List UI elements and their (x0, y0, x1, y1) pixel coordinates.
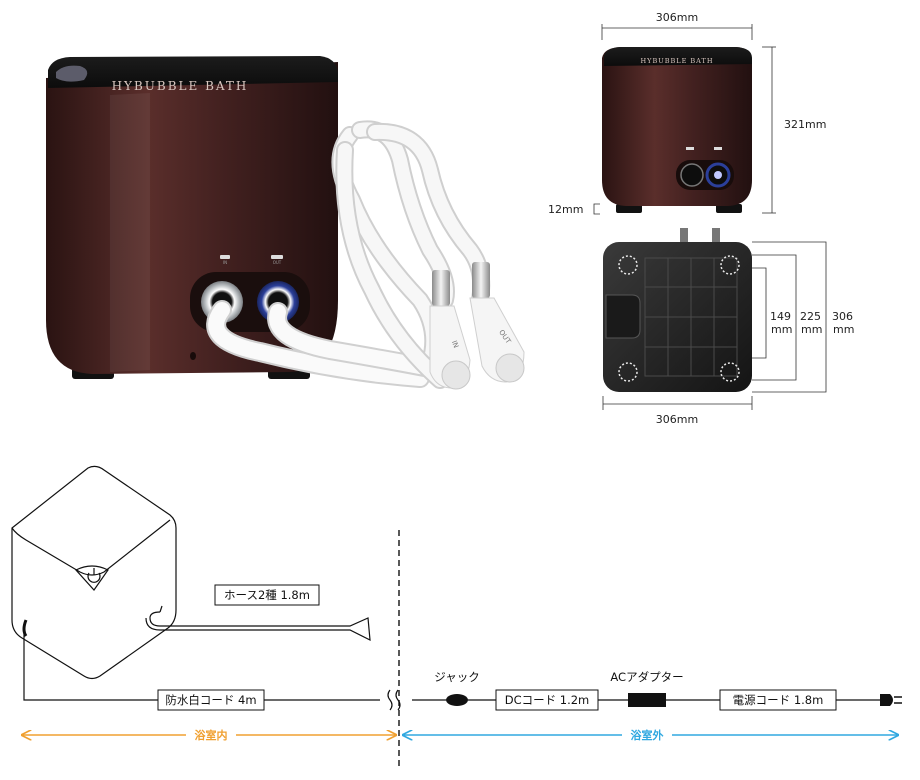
waterproof-cord-box (157, 689, 265, 711)
depth-b-unit: mm (801, 323, 822, 336)
zone-outside-label: 浴室外 (631, 728, 664, 742)
front-brand-logo: HYBUBBLE BATH (640, 57, 713, 65)
nozzle-out: OUT (469, 262, 525, 383)
led-in-indicator (220, 255, 230, 259)
plug-icon (880, 694, 902, 706)
power-cord-box (719, 689, 837, 711)
foot-marker (618, 255, 638, 275)
connection-diagram (11, 465, 880, 770)
foot-marker (720, 362, 740, 382)
dc-cord-label: DCコード 1.2m (505, 693, 590, 707)
depth-b-value: 225 (800, 310, 821, 323)
port-out (257, 281, 299, 323)
power-button-icon (56, 65, 88, 82)
foot-marker (720, 255, 740, 275)
front-height-label: 321mm (784, 118, 826, 131)
front-width-label: 306mm (656, 11, 698, 24)
hose-label-box (214, 584, 320, 606)
nozzle-in: IN (429, 270, 471, 390)
cord-exit-icon (22, 619, 28, 637)
power-icon (87, 568, 101, 583)
ac-adapter-label: ACアダプター (610, 670, 683, 684)
ac-adapter-icon (628, 693, 666, 707)
depth-a-value: 149 (770, 310, 791, 323)
dc-cord-box (495, 689, 599, 711)
port-out-label: OUT (273, 260, 282, 265)
front-port-in (680, 163, 704, 187)
bottom-width-label: 306mm (656, 413, 698, 426)
main-product-image: HYBUBBLE BATH IN OUT (46, 56, 338, 379)
unit-lid (48, 56, 338, 88)
hose-label: ホース2種 1.8m (224, 588, 310, 602)
nozzle-in-label: IN (450, 340, 460, 350)
foot-height-label: 12mm (548, 203, 583, 216)
front-view: 306mm HYBUBBLE BATH 321mm 12mm (548, 11, 826, 216)
foot-marker (618, 362, 638, 382)
brand-logo: HYBUBBLE BATH (112, 79, 249, 93)
jack-label: ジャック (434, 670, 479, 684)
depth-c-value: 306 (832, 310, 853, 323)
depth-c-unit: mm (833, 323, 854, 336)
waterproof-cord-label: 防水白コード 4m (165, 693, 256, 707)
power-cord-label: 電源コード 1.8m (733, 693, 824, 707)
bottom-view: 306mm 149 mm 225 mm 306 mm (602, 228, 854, 426)
jack-icon (446, 694, 468, 706)
led-out-indicator (271, 255, 283, 259)
port-in-label: IN (223, 260, 227, 265)
zone-inside-label: 浴室内 (195, 728, 228, 742)
hose-diagram (145, 611, 371, 642)
depth-a-unit: mm (771, 323, 792, 336)
